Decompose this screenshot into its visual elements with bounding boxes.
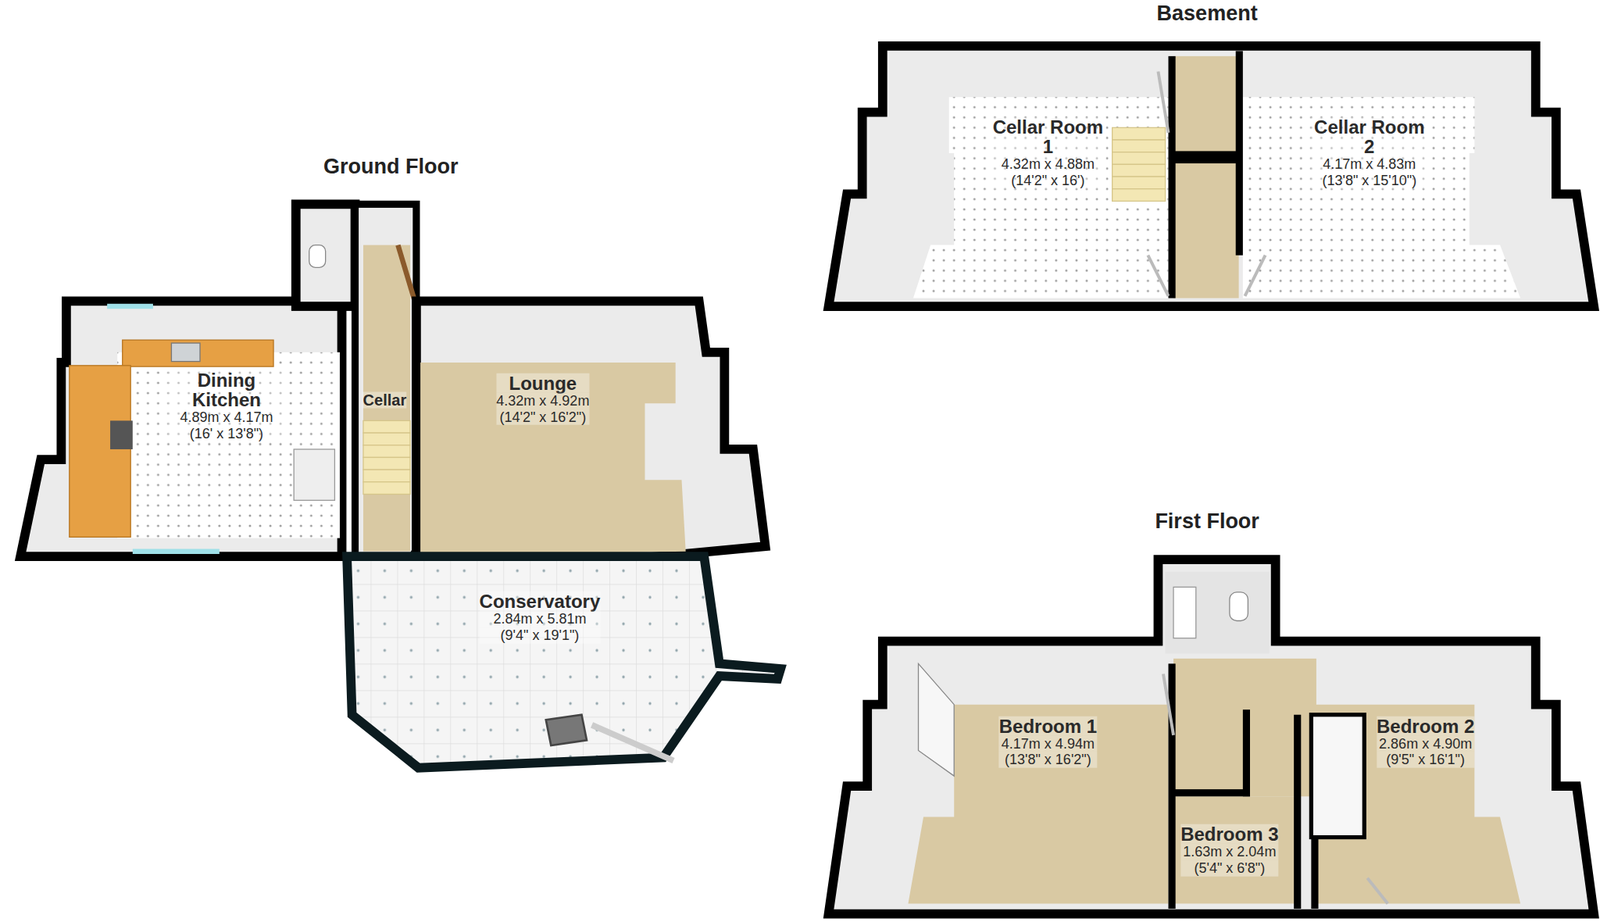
room-label: Bedroom 22.86m x 4.90m(9'5" x 16'1")	[1376, 715, 1475, 768]
floor-area: BasementCellar Room 14.32m x 4.88m(14'2"…	[821, 0, 1593, 307]
room-label: Conservatory2.84m x 5.81m(9'4" x 19'1")	[479, 591, 601, 644]
room-dimension: (14'2" x 16'2")	[496, 408, 590, 425]
room-name: Lounge	[496, 372, 590, 393]
floor-heading: First Floor	[821, 509, 1593, 534]
room-dimension: (9'4" x 19'1")	[479, 627, 601, 644]
ground-floor-plan	[20, 203, 781, 768]
room-label: Bedroom 31.63m x 2.04m(5'4" x 6'8")	[1180, 824, 1279, 877]
room-label: Dining Kitchen4.89m x 4.17m(16' x 13'8")	[167, 370, 286, 443]
room-label: Lounge4.32m x 4.92m(14'2" x 16'2")	[496, 372, 590, 425]
room-dimension: (5'4" x 6'8")	[1180, 860, 1279, 877]
room-name: Cellar Room 2	[1310, 117, 1429, 157]
room-name: Bedroom 3	[1180, 824, 1279, 844]
basement-plan	[828, 46, 1595, 307]
floor-area: First FloorBedroom 14.17m x 4.94m(13'8" …	[821, 507, 1593, 916]
room-dimension: 4.32m x 4.92m	[496, 392, 590, 410]
room-name: Cellar Room 1	[989, 117, 1107, 157]
room-dimension: 2.84m x 5.81m	[479, 610, 601, 628]
room-dimension: 1.63m x 2.04m	[1180, 843, 1279, 861]
room-dimension: 4.17m x 4.83m	[1310, 156, 1429, 173]
floor-heading: Ground Floor	[0, 154, 782, 179]
room-dimension: (16' x 13'8")	[167, 425, 286, 443]
first-floor-plan	[828, 559, 1595, 914]
room-name: Bedroom 2	[1376, 715, 1475, 736]
room-dimension: 4.17m x 4.94m	[999, 735, 1097, 752]
room-dimension: 4.89m x 4.17m	[167, 409, 286, 426]
room-name: Dining Kitchen	[167, 370, 286, 410]
room-label: Cellar	[363, 391, 408, 408]
room-label: Cellar Room 14.32m x 4.88m(14'2" x 16')	[989, 117, 1107, 190]
room-name: Bedroom 1	[999, 715, 1097, 736]
room-name: Cellar	[363, 391, 408, 408]
room-dimension: (14'2" x 16')	[989, 172, 1107, 190]
room-label: Cellar Room 24.17m x 4.83m(13'8" x 15'10…	[1310, 117, 1429, 190]
room-dimension: 2.86m x 4.90m	[1376, 735, 1475, 752]
room-dimension: (13'8" x 15'10")	[1310, 172, 1429, 190]
room-label: Bedroom 14.17m x 4.94m(13'8" x 16'2")	[999, 715, 1097, 768]
floor-area: Ground FloorDining Kitchen4.89m x 4.17m(…	[0, 153, 782, 766]
floor-heading: Basement	[821, 1, 1593, 26]
room-name: Conservatory	[479, 591, 601, 611]
room-dimension: (13'8" x 16'2")	[999, 751, 1097, 768]
room-dimension: (9'5" x 16'1")	[1376, 751, 1475, 768]
room-dimension: 4.32m x 4.88m	[989, 156, 1107, 173]
